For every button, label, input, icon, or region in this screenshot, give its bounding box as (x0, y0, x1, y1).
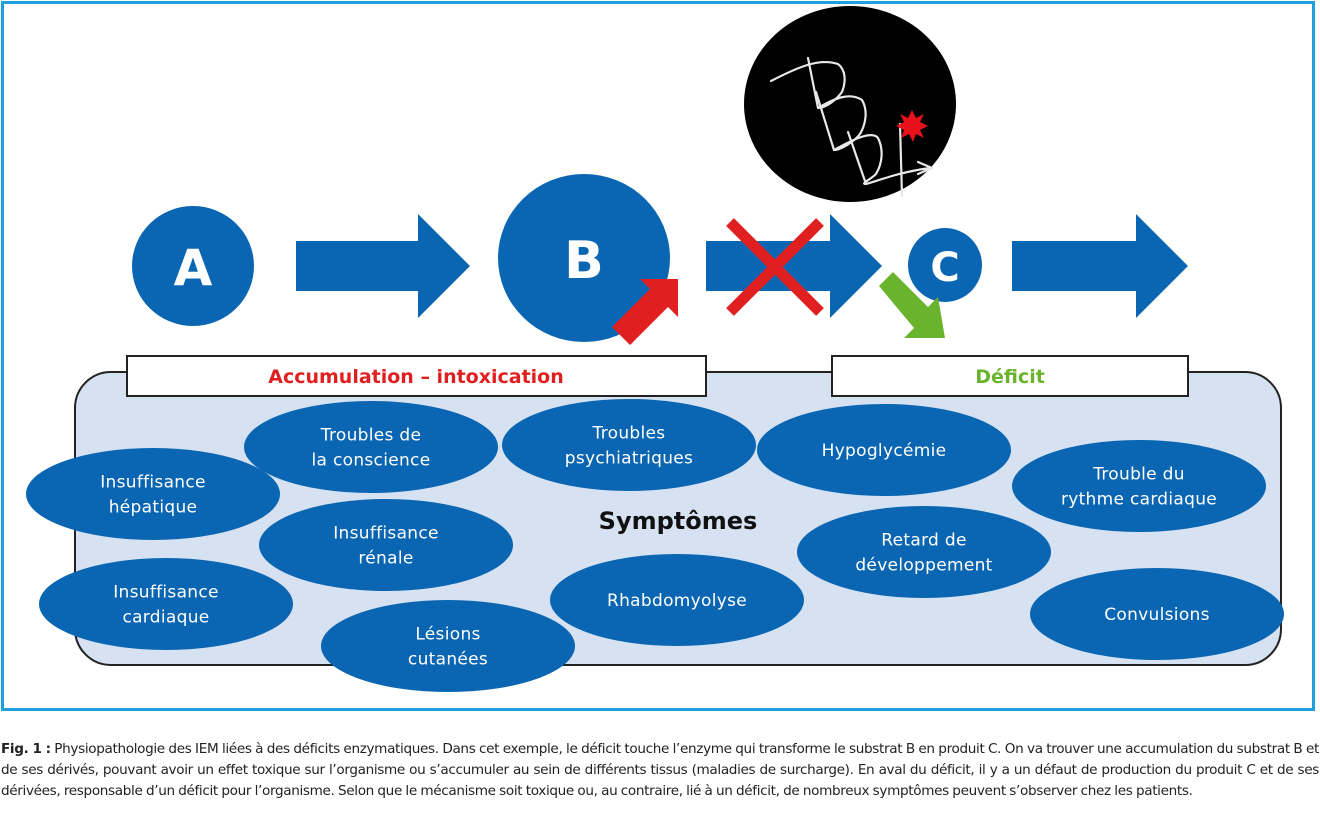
symptom-label: cardiaque (122, 608, 209, 628)
symptoms-title: Symptômes (599, 507, 758, 535)
symptom-deficit-3: Convulsions (1030, 568, 1284, 660)
symptom-label: Rhabdomyolyse (607, 591, 747, 611)
caption-text: Physiopathologie des IEM liées à des déf… (1, 741, 1319, 799)
blocked-x-icon (726, 218, 824, 316)
arrow-a-to-b (296, 214, 470, 318)
symptom-ellipse (1030, 568, 1284, 660)
symptom-ellipse (797, 506, 1051, 598)
symptom-ellipse (502, 399, 756, 491)
symptom-accumulation-5: Lésions cutanées (321, 600, 575, 692)
symptom-label: Insuffisance (100, 473, 206, 493)
node-a-label: A (174, 239, 213, 297)
symptom-label: hépatique (109, 498, 198, 518)
figure-frame (1, 1, 1315, 711)
symptom-label: Troubles de (320, 426, 421, 446)
symptom-ellipse (259, 499, 513, 591)
symptom-ellipse (321, 600, 575, 692)
symptom-ellipse (757, 404, 1011, 496)
figure-caption: Fig. 1 : Physiopathologie des IEM liées … (1, 739, 1319, 802)
symptom-label: Troubles (592, 424, 666, 444)
symptom-accumulation-3: Insuffisance rénale (259, 499, 513, 591)
enzyme-with-defect-icon (744, 6, 956, 202)
symptom-label: rythme cardiaque (1061, 490, 1217, 510)
symptom-ellipse (550, 554, 804, 646)
decrease-arrow-icon (879, 272, 945, 338)
symptom-label: Insuffisance (113, 583, 219, 603)
symptom-deficit-0: Hypoglycémie (757, 404, 1011, 496)
arrow-b-to-c (706, 214, 882, 318)
symptom-label: la conscience (312, 451, 431, 471)
symptom-label: Insuffisance (333, 524, 439, 544)
symptom-label: psychiatriques (565, 449, 693, 469)
accumulation-label-box: Accumulation – intoxication (126, 355, 707, 397)
symptom-label: Hypoglycémie (822, 441, 947, 461)
symptom-label: rénale (358, 549, 413, 569)
symptom-deficit-1: Trouble du rythme cardiaque (1012, 440, 1266, 532)
deficit-label: Déficit (975, 366, 1045, 388)
symptom-label: Lésions (415, 625, 480, 645)
caption-label: Fig. 1 : (1, 741, 51, 757)
increase-arrow-icon (612, 279, 678, 345)
accumulation-label: Accumulation – intoxication (268, 366, 564, 388)
symptom-accumulation-2: Troubles psychiatriques (502, 399, 756, 491)
symptom-ellipse (244, 401, 498, 493)
node-a: A (132, 206, 254, 326)
symptom-deficit-2: Retard de développement (797, 506, 1051, 598)
symptom-accumulation-4: Insuffisance cardiaque (39, 558, 293, 650)
symptom-label: cutanées (408, 650, 488, 670)
symptom-accumulation-6: Rhabdomyolyse (550, 554, 804, 646)
symptom-label: Convulsions (1104, 605, 1210, 625)
symptom-ellipse (39, 558, 293, 650)
node-c-label: C (930, 245, 959, 291)
symptom-ellipse (1012, 440, 1266, 532)
symptom-accumulation-1: Troubles de la conscience (244, 401, 498, 493)
node-c: C (908, 228, 982, 302)
deficit-label-box: Déficit (831, 355, 1189, 397)
symptom-accumulation-0: Insuffisance hépatique (26, 448, 280, 540)
arrow-c-to-next (1012, 214, 1188, 318)
symptom-label: Trouble du (1092, 465, 1185, 485)
node-b-label: B (564, 231, 604, 291)
symptom-label: Retard de (881, 531, 966, 551)
node-b: B (498, 174, 670, 342)
symptom-label: développement (855, 556, 992, 576)
pathway-diagram: A B C Accumulation – intoxication Défici… (26, 6, 1284, 692)
symptom-ellipse (26, 448, 280, 540)
